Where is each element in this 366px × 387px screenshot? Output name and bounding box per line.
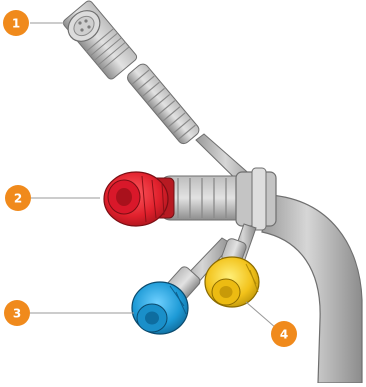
circular-multi-pin-connector: [62, 0, 138, 81]
upper-strain-relief: [125, 62, 201, 146]
callout-4: 4: [271, 321, 297, 347]
callout-2: 2: [5, 185, 31, 211]
callout-3-number: 3: [13, 307, 21, 321]
callout-3: 3: [4, 300, 30, 326]
blue-connector: [132, 282, 188, 334]
yellow-connector: [205, 257, 259, 307]
main-cable: [262, 195, 362, 383]
callout-1: 1: [3, 10, 29, 36]
cable-junction: [236, 168, 276, 230]
red-connector: [104, 172, 174, 226]
leader-line-4: [246, 302, 276, 328]
callout-4-number: 4: [280, 328, 288, 342]
callout-2-number: 2: [14, 192, 22, 206]
callout-1-number: 1: [12, 17, 20, 31]
